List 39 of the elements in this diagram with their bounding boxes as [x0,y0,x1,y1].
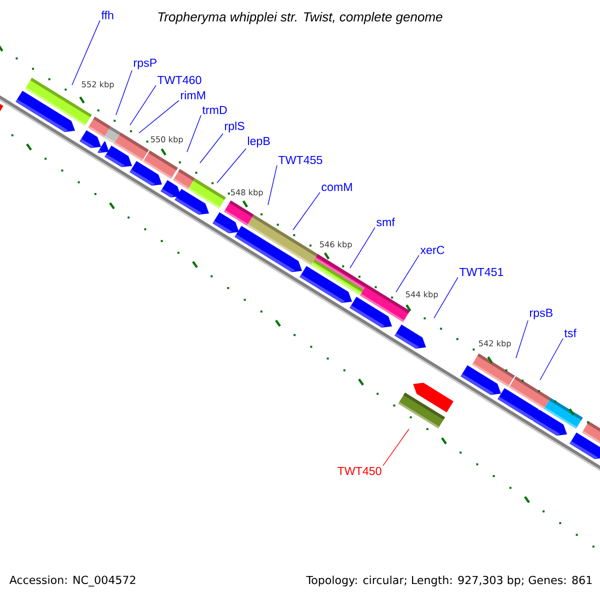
leader-line [130,85,156,126]
accession-text: Accession: NC_004572 [9,576,136,587]
gene-label: rpsP [134,58,156,70]
scale-label: 546 kbp [320,241,352,249]
scale-label: 552 kbp [82,81,114,89]
gene-label: comM [322,182,352,192]
gene-label: tsf [564,328,576,338]
genome-info-text: Topology: circular; Length: 927,303 bp; Genes: 861 [306,576,592,586]
gene-label: xerC [420,246,444,254]
gene-label: rimM [181,90,206,100]
leader-line [268,164,278,206]
leader-line [382,428,410,466]
leader-line [434,276,458,318]
title: Tropheryma whipplei str. Twist, complete genome [158,12,442,24]
gene-label: TWT450 [338,466,382,476]
leader-line [350,227,376,268]
leader-line [396,255,420,292]
gene-label: ffh [101,10,114,20]
leader-line [516,320,528,358]
scale-label: 548 kbp [230,189,263,197]
leader-line [540,338,564,380]
leader-line [216,148,246,184]
gene-label: smf [376,218,395,226]
scale-label: 544 kbp [406,291,438,299]
leader-line [116,70,132,116]
leader-line [138,100,180,134]
gene-label: rplS [225,122,244,132]
gene-label: trmD [202,106,227,114]
gene-label: rpsB [530,308,552,320]
scale-label: 542 kbp [478,340,511,348]
gene-label: TWT460 [157,76,202,84]
leader-line [186,114,202,152]
leader-line [72,20,100,86]
gene-label: TWT455 [278,156,322,164]
gene-label: TWT451 [459,268,504,276]
scale-label: 550 kbp [150,136,183,144]
leader-line [292,192,320,230]
leader-line [200,133,224,164]
gene-label: lepB [248,136,270,148]
